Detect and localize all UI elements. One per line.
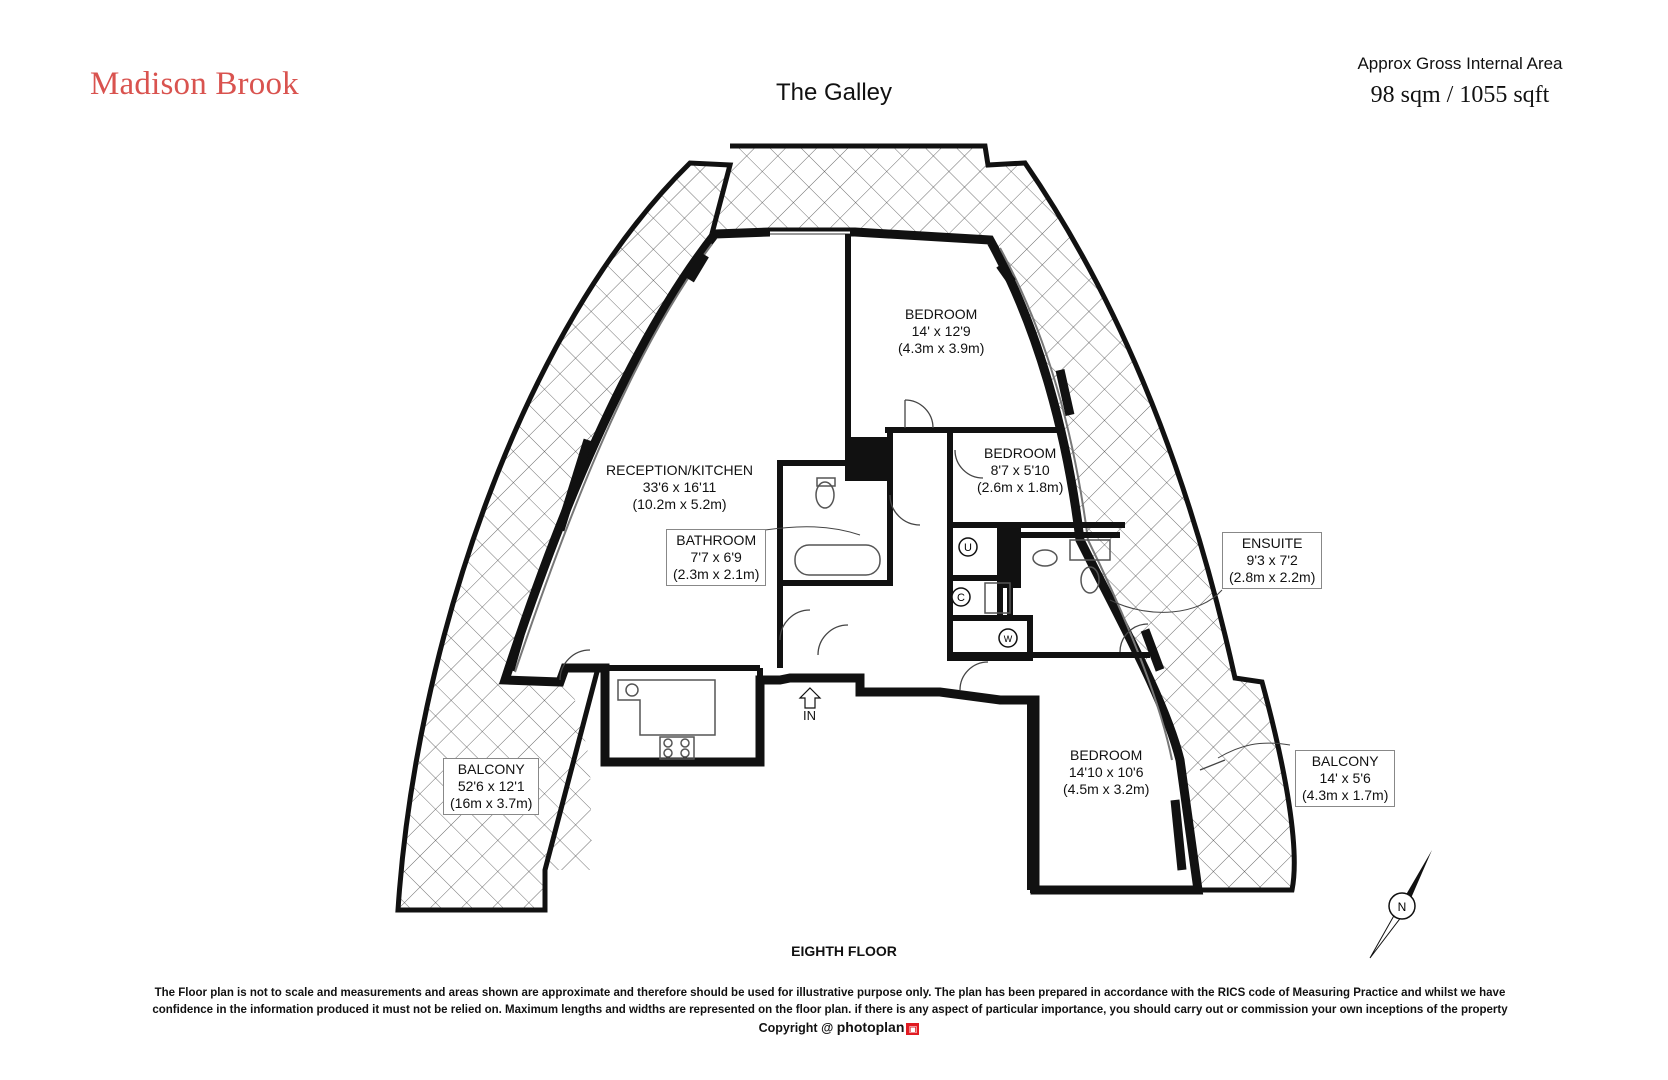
room-balcony-small-imperial: 14' x 5'6 [1319, 770, 1371, 786]
room-reception-metric: (10.2m x 5.2m) [632, 496, 727, 512]
fixture-circles [951, 537, 1018, 648]
entrance-label: IN [803, 708, 816, 723]
room-balcony-small: BALCONY 14' x 5'6 (4.3m x 1.7m) [1295, 750, 1396, 807]
room-ensuite-imperial: 9'3 x 7'2 [1246, 552, 1298, 568]
room-ensuite-name: ENSUITE [1241, 535, 1303, 551]
compass-icon [1369, 850, 1432, 959]
room-bathroom: BATHROOM 7'7 x 6'9 (2.3m x 2.1m) [666, 529, 767, 586]
property-title: The Galley [775, 79, 893, 106]
internal-walls [605, 234, 1195, 893]
entrance-arrow-icon [798, 687, 822, 709]
room-bedroom-2-imperial: 8'7 x 5'10 [990, 462, 1050, 478]
room-bedroom-3: BEDROOM 14'10 x 10'6 (4.5m x 3.2m) [1063, 747, 1149, 798]
copyright-text: Copyright @ [758, 1021, 834, 1035]
room-bedroom-1-imperial: 14' x 12'9 [911, 323, 971, 339]
apartment-outline [498, 227, 1204, 895]
wall-piers [505, 252, 1187, 871]
room-bedroom-2-metric: (2.6m x 1.8m) [977, 479, 1064, 495]
room-bathroom-imperial: 7'7 x 6'9 [690, 549, 742, 565]
room-reception-imperial: 33'6 x 16'11 [642, 479, 717, 495]
terrace-band [398, 146, 1295, 910]
room-bedroom-3-metric: (4.5m x 3.2m) [1063, 781, 1150, 797]
compass-label: N [1398, 900, 1407, 914]
bathroom-fixtures [794, 477, 1111, 614]
room-reception-name: RECEPTION/KITCHEN [606, 462, 754, 478]
brand-logo: Madison Brook [90, 66, 299, 102]
room-balcony-large-imperial: 52'6 x 12'1 [457, 778, 525, 794]
room-bedroom-3-imperial: 14'10 x 10'6 [1068, 764, 1144, 780]
photoplan-badge-icon: ▣ [906, 1022, 920, 1035]
room-bedroom-2: BEDROOM 8'7 x 5'10 (2.6m x 1.8m) [977, 445, 1063, 496]
room-balcony-large-name: BALCONY [457, 761, 525, 777]
room-balcony-large: BALCONY 52'6 x 12'1 (16m x 3.7m) [443, 758, 540, 815]
room-bedroom-2-name: BEDROOM [984, 445, 1057, 461]
area-value: 98 sqm / 1055 sqft [1370, 82, 1550, 108]
room-ensuite: ENSUITE 9'3 x 7'2 (2.8m x 2.2m) [1222, 532, 1323, 589]
photoplan-logo: photoplan [836, 1019, 905, 1035]
room-bathroom-metric: (2.3m x 2.1m) [673, 566, 760, 582]
fixture-u-label: U [964, 542, 972, 554]
room-ensuite-metric: (2.8m x 2.2m) [1229, 569, 1316, 585]
disclaimer: The Floor plan is not to scale and measu… [80, 985, 1580, 1019]
room-reception: RECEPTION/KITCHEN 33'6 x 16'11 (10.2m x … [606, 462, 753, 513]
room-bathroom-name: BATHROOM [676, 532, 757, 548]
floor-label: EIGHTH FLOOR [791, 943, 897, 959]
disclaimer-line-1: The Floor plan is not to scale and measu… [154, 987, 1506, 999]
room-bedroom-3-name: BEDROOM [1070, 747, 1143, 763]
area-label: Approx Gross Internal Area [1357, 54, 1563, 73]
window-arc-left [514, 243, 713, 673]
door-swings [559, 399, 1226, 771]
kitchen-counter [617, 679, 716, 760]
copyright: Copyright @ photoplan▣ [0, 1019, 1668, 1035]
room-balcony-small-metric: (4.3m x 1.7m) [1302, 787, 1389, 803]
fixture-c-label: C [957, 592, 965, 604]
disclaimer-line-2: confidence in the information produced i… [152, 1004, 1508, 1016]
room-balcony-large-metric: (16m x 3.7m) [450, 795, 533, 811]
room-bedroom-1-name: BEDROOM [905, 306, 978, 322]
leader-lines [764, 526, 1291, 759]
room-bedroom-1-metric: (4.3m x 3.9m) [898, 340, 985, 356]
room-bedroom-1: BEDROOM 14' x 12'9 (4.3m x 3.9m) [898, 306, 984, 357]
fixture-w-label: W [1004, 634, 1013, 644]
room-balcony-small-name: BALCONY [1311, 753, 1379, 769]
